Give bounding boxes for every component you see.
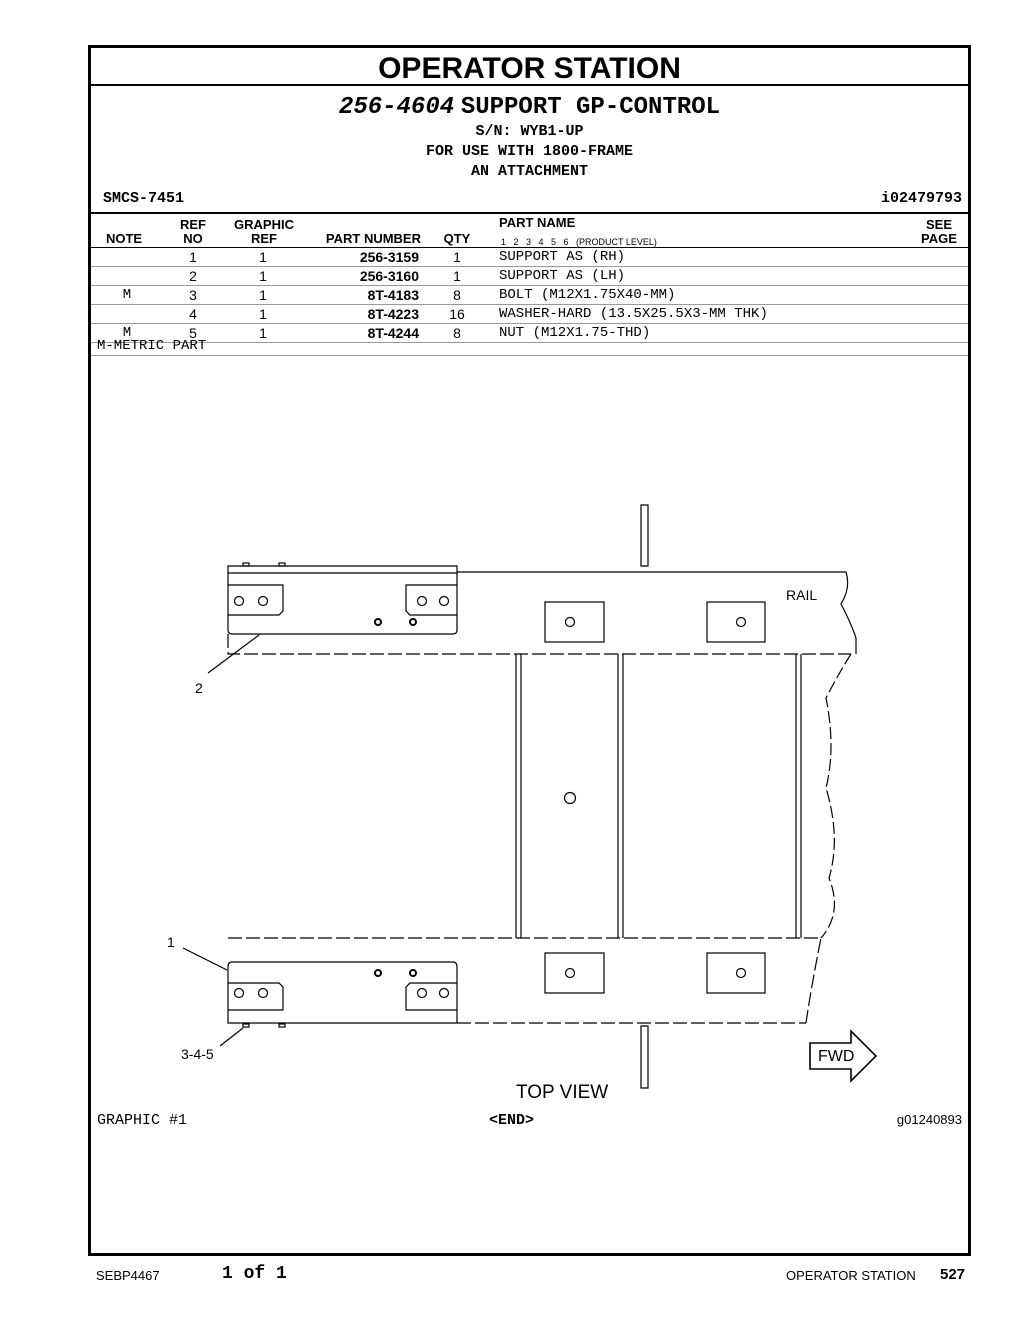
page-of: 1 of 1 bbox=[222, 1264, 287, 1284]
row-part-number: 8T-4244 bbox=[367, 325, 419, 341]
row-part-number: 256-3160 bbox=[359, 268, 419, 284]
smcs-code: SMCS-7451 bbox=[103, 190, 185, 207]
row-graphic-ref: 1 bbox=[259, 268, 267, 284]
row-graphic-ref: 1 bbox=[259, 249, 267, 265]
row-note: M bbox=[122, 287, 132, 303]
row-part-name: SUPPORT AS (RH) bbox=[499, 249, 626, 265]
fwd-arrow-icon bbox=[809, 1029, 878, 1083]
lower-rail bbox=[228, 937, 822, 1089]
callout-1: 1 bbox=[167, 934, 175, 950]
group-name: SUPPORT GP-CONTROL bbox=[460, 94, 721, 121]
row-ref: 5 bbox=[189, 325, 197, 341]
header-divider bbox=[91, 247, 968, 248]
page-number: 527 bbox=[940, 1266, 966, 1283]
top-view-drawing: 2 1 3-4-5 RAIL FWD TOP VIEW bbox=[167, 504, 878, 1103]
row-part-number: 8T-4223 bbox=[367, 306, 419, 322]
row-part-name: NUT (M12X1.75-THD) bbox=[499, 325, 651, 341]
section-title: OPERATOR STATION bbox=[91, 48, 968, 86]
row-note: M bbox=[122, 325, 132, 341]
leader-2 bbox=[207, 634, 260, 674]
support-rh bbox=[227, 961, 458, 1028]
col-qty: QTY bbox=[443, 231, 471, 246]
row-qty: 8 bbox=[453, 287, 461, 303]
col-note: NOTE bbox=[105, 231, 143, 246]
upper-rail bbox=[227, 504, 857, 655]
cross-members bbox=[515, 653, 852, 939]
graphic-label: GRAPHIC #1 bbox=[97, 1112, 188, 1129]
info-id: i02479793 bbox=[880, 190, 962, 207]
end-marker: <END> bbox=[489, 1112, 535, 1129]
attachment-line: AN ATTACHMENT bbox=[470, 163, 589, 180]
row-ref: 2 bbox=[189, 268, 197, 284]
fwd-label: FWD bbox=[818, 1048, 854, 1065]
graphic-id: g01240893 bbox=[896, 1112, 962, 1127]
row-qty: 8 bbox=[453, 325, 461, 341]
col-ref-top: REF bbox=[180, 217, 206, 232]
footer-section: OPERATOR STATION bbox=[786, 1268, 916, 1283]
col-ref-bottom: NO bbox=[183, 231, 203, 246]
rail-label: RAIL bbox=[786, 587, 817, 603]
row-qty: 1 bbox=[453, 249, 461, 265]
group-number: 256-4604 bbox=[338, 94, 455, 121]
row-ref: 1 bbox=[189, 249, 197, 265]
row-graphic-ref: 1 bbox=[259, 306, 267, 322]
row-part-name: BOLT (M12X1.75X40-MM) bbox=[499, 287, 676, 303]
col-see-top: SEE bbox=[925, 217, 952, 232]
col-see-bottom: PAGE bbox=[921, 231, 957, 246]
table-row: 1 1 256-3159 1 SUPPORT AS (RH) bbox=[91, 248, 968, 267]
table-row: 2 1 256-3160 1 SUPPORT AS (LH) bbox=[91, 267, 968, 286]
footnote-divider bbox=[91, 355, 968, 356]
row-part-name: SUPPORT AS (LH) bbox=[499, 268, 626, 284]
col-part-number: PART NUMBER bbox=[325, 231, 421, 246]
doc-number: SEBP4467 bbox=[96, 1268, 160, 1283]
leader-345 bbox=[219, 1027, 244, 1047]
serial-number: S/N: WYB1-UP bbox=[475, 123, 584, 140]
support-lh bbox=[227, 562, 458, 635]
row-part-number: 8T-4183 bbox=[367, 287, 419, 303]
use-with-line: FOR USE WITH 1800-FRAME bbox=[425, 143, 634, 160]
row-qty: 16 bbox=[449, 306, 465, 322]
table-row: 4 1 8T-4223 16 WASHER-HARD (13.5X25.5X3-… bbox=[91, 305, 968, 324]
row-graphic-ref: 1 bbox=[259, 287, 267, 303]
col-graphic-bottom: REF bbox=[251, 231, 277, 246]
page-frame: OPERATOR STATION 256-4604 SUPPORT GP-CON… bbox=[88, 45, 971, 1256]
row-part-number: 256-3159 bbox=[359, 249, 419, 265]
row-graphic-ref: 1 bbox=[259, 325, 267, 341]
table-row: M 3 1 8T-4183 8 BOLT (M12X1.75X40-MM) bbox=[91, 286, 968, 305]
col-part-name: PART NAME bbox=[499, 215, 576, 230]
top-view-label: TOP VIEW bbox=[516, 1082, 608, 1103]
callout-3-4-5: 3-4-5 bbox=[181, 1046, 214, 1062]
callout-2: 2 bbox=[195, 680, 203, 696]
row-part-name: WASHER-HARD (13.5X25.5X3-MM THK) bbox=[499, 306, 768, 322]
group-title: 256-4604 SUPPORT GP-CONTROL bbox=[91, 92, 968, 121]
metric-footnote: M-METRIC PART bbox=[97, 338, 207, 354]
row-ref: 4 bbox=[189, 306, 197, 322]
parts-table: NOTE REF NO GRAPHIC REF PART NUMBER QTY … bbox=[91, 212, 968, 343]
row-ref: 3 bbox=[189, 287, 197, 303]
col-product-levels: 1 2 3 4 5 6 (PRODUCT LEVEL) bbox=[501, 237, 657, 247]
leader-1 bbox=[182, 947, 228, 971]
col-graphic-top: GRAPHIC bbox=[234, 217, 294, 232]
row-qty: 1 bbox=[453, 268, 461, 284]
table-row: M 5 1 8T-4244 8 NUT (M12X1.75-THD) bbox=[91, 324, 968, 343]
